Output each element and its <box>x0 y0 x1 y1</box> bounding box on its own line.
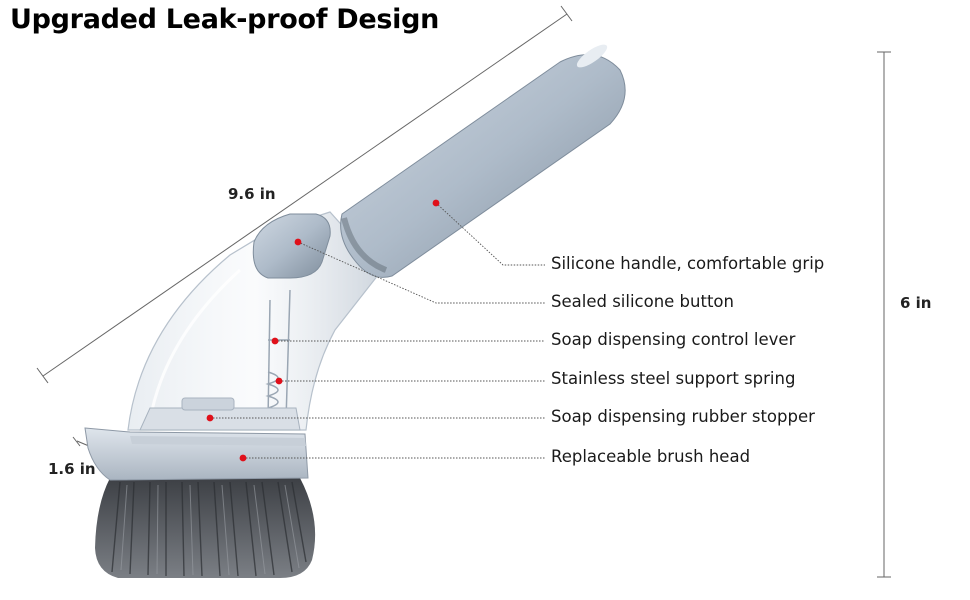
width-label: 1.6 in <box>48 460 96 478</box>
marker-stopper <box>206 414 214 422</box>
marker-lever <box>271 337 279 345</box>
callout-handle: Silicone handle, comfortable grip <box>551 254 825 273</box>
callout-stopper: Soap dispensing rubber stopper <box>551 407 815 426</box>
brush-bristles <box>95 478 316 578</box>
brush-head <box>84 427 309 481</box>
page-title: Upgraded Leak-proof Design <box>10 4 440 35</box>
marker-handle <box>432 199 440 207</box>
callout-spring: Stainless steel support spring <box>551 369 796 388</box>
marker-brush-head <box>239 454 247 462</box>
height-dimension-line <box>877 51 891 578</box>
callout-brush-head: Replaceable brush head <box>551 447 751 466</box>
marker-spring <box>275 377 283 385</box>
length-dimension-line <box>36 5 573 384</box>
callout-button: Sealed silicone button <box>551 292 734 311</box>
leader-lines <box>210 202 545 459</box>
silicone-handle <box>340 44 626 278</box>
callout-markers <box>206 199 440 462</box>
marker-button <box>294 238 302 246</box>
length-label: 9.6 in <box>228 185 276 203</box>
height-label: 6 in <box>900 294 932 312</box>
silicone-button <box>252 213 331 279</box>
callout-lever: Soap dispensing control lever <box>551 330 796 349</box>
